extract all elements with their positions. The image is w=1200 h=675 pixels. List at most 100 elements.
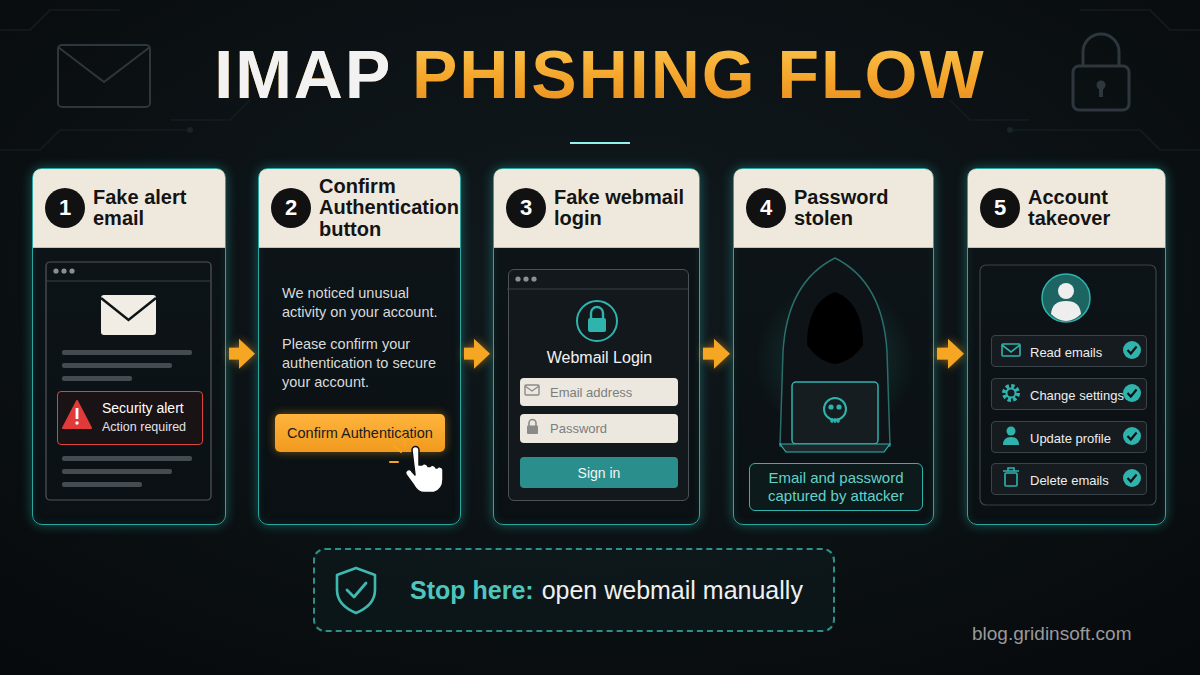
arrow-shaft [937, 348, 950, 360]
window-dot [515, 276, 520, 281]
click-rays [390, 437, 416, 462]
flow-arrow [464, 339, 490, 369]
step-number: 5 [980, 188, 1020, 228]
lock-shackle [591, 307, 603, 318]
check-mark [1128, 390, 1137, 397]
arrow-head [474, 339, 490, 369]
underline-glow [570, 142, 630, 144]
title-underline [240, 142, 960, 144]
text-line [62, 363, 172, 368]
laptop-base [780, 444, 890, 452]
sign-in-button: Sign in [520, 457, 678, 488]
step-card: 4Password stolenEmail and password captu… [733, 168, 934, 525]
account-panel [980, 265, 1156, 505]
gear-icon [1007, 389, 1016, 398]
stop-text: open webmail manually [542, 576, 803, 605]
arrow-head [714, 339, 730, 369]
avatar-body [1051, 301, 1081, 321]
step-number: 3 [506, 188, 546, 228]
person-icon [1007, 427, 1016, 436]
envelope-icon [101, 295, 156, 335]
input-field: Email address [520, 378, 678, 406]
gear-icon [1004, 386, 1018, 400]
mail-icon [1002, 344, 1020, 356]
laptop-screen [792, 382, 878, 444]
permission-row: Update profile [991, 421, 1147, 453]
permission-row: Delete emails [991, 463, 1147, 495]
text-line [62, 456, 192, 461]
permission-label: Update profile [1030, 422, 1130, 454]
hand-cursor [406, 447, 443, 493]
envelope-outline [58, 45, 150, 107]
button-label: Sign in [520, 457, 678, 488]
hacker-face [807, 292, 863, 364]
skull-icon [824, 398, 846, 420]
alert-subtitle: Action required [102, 420, 202, 434]
circuit-dot [1007, 127, 1013, 133]
arrow-shaft [229, 348, 241, 360]
check-icon [1123, 341, 1141, 359]
warning-mark [76, 408, 79, 419]
envelope-flap [58, 47, 150, 82]
window-dot [53, 268, 58, 273]
cta-button: Confirm Authentication [275, 414, 445, 452]
step-card: 5Account takeoverRead emailsChange setti… [967, 168, 1166, 525]
circuit-dot [187, 127, 193, 133]
skull-eye [836, 404, 841, 409]
body-text: We noticed unusual activity on your acco… [282, 284, 448, 322]
check-icon [1123, 384, 1141, 402]
check-icon [1123, 427, 1141, 445]
arrow-head [948, 339, 964, 369]
envelope-flap [101, 298, 156, 320]
placeholder-text: Email address [550, 378, 674, 406]
permission-label: Read emails [1030, 336, 1130, 368]
envelope-flap [525, 386, 539, 391]
step-card: 2Confirm Authentication buttonWe noticed… [258, 168, 461, 525]
person-icon [1003, 437, 1019, 445]
flow-arrow [703, 339, 730, 369]
step-number: 1 [45, 188, 85, 228]
window-title: Webmail Login [509, 349, 690, 367]
lock-body [588, 318, 606, 332]
circuit-line [0, 10, 250, 150]
circuit-line [950, 10, 1200, 150]
flow-arrow [229, 339, 255, 369]
step-number: 4 [746, 188, 786, 228]
check-icon [1123, 469, 1141, 487]
step-number: 2 [271, 188, 311, 228]
permission-row: Change settings [991, 378, 1147, 410]
body-text: Please confirm your authentication to se… [282, 335, 448, 392]
check-mark [1128, 475, 1137, 482]
captured-box: Email and password captured by attacker [749, 463, 923, 511]
step-heading: Fake webmail login [554, 169, 695, 247]
step-card: 1Fake alert emailSecurity alertAction re… [32, 168, 226, 525]
step-card: 3Fake webmail loginWebmail LoginEmail ad… [493, 168, 700, 525]
text-line [62, 350, 192, 355]
text-line [62, 482, 142, 487]
lock-keyhole [1099, 87, 1103, 97]
lock-shackle [1083, 34, 1119, 66]
arrow-head [239, 339, 255, 369]
title-area: IMAP PHISHING FLOW [0, 28, 1200, 120]
stop-box: Stop here: open webmail manually [313, 548, 835, 632]
permission-label: Delete emails [1030, 464, 1130, 496]
title: IMAP PHISHING FLOW [214, 28, 985, 120]
hacker-glow [755, 280, 915, 440]
email-window [46, 262, 211, 500]
skull-eye [828, 404, 833, 409]
lock-body [1073, 66, 1129, 110]
arrow-shaft [703, 348, 716, 360]
lock-body [527, 426, 538, 435]
login-window: Webmail LoginEmail addressPasswordSign i… [508, 269, 689, 501]
step-heading: Password stolen [794, 169, 929, 247]
flow-arrow [937, 339, 964, 369]
alert-box: Security alertAction required [57, 391, 203, 445]
hacker-hood [780, 258, 890, 446]
trash-icon [1005, 473, 1017, 486]
stop-emphasis: Stop here: [410, 576, 534, 605]
step-heading: Account takeover [1028, 169, 1161, 247]
step-heading: Fake alert email [93, 169, 221, 247]
window-dot [69, 268, 74, 273]
warning-mark [75, 421, 78, 424]
